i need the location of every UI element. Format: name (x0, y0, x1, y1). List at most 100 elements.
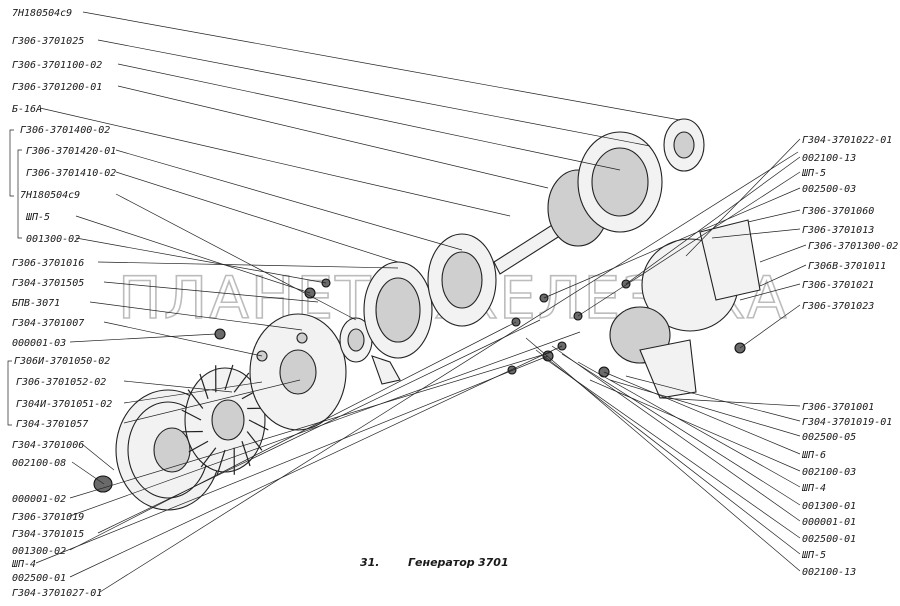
part-label: Г304-3701019-01 (802, 417, 892, 428)
leader-line (97, 319, 541, 534)
leader-line (69, 345, 563, 578)
fan-blade (200, 447, 217, 468)
part-label: Г306-3701420-01 (26, 146, 116, 157)
part-label: 7Н180504с9 (12, 8, 72, 19)
leader-line (603, 371, 801, 455)
leader-line (81, 443, 115, 471)
part-label: 001300-02 (12, 546, 66, 557)
leader-line (625, 375, 801, 422)
part-label: ШП-5 (801, 550, 826, 561)
leader-line (89, 301, 303, 331)
part-label: 000001-01 (802, 517, 856, 528)
bearing-front (339, 317, 373, 363)
leader-line (759, 244, 807, 263)
group-bracket (17, 149, 22, 239)
part-label: ШП-5 (25, 212, 50, 223)
leader-line (82, 11, 681, 121)
part-label: 002500-03 (802, 184, 856, 195)
leader-line (69, 331, 581, 517)
leader-line (609, 379, 801, 437)
part-label: ШП-6 (801, 450, 826, 461)
part-label: Г306-3701001 (802, 402, 874, 413)
fan-blade (181, 409, 202, 421)
leader-line (589, 379, 801, 472)
leader-lines (7, 11, 807, 593)
part-label: Г304-3701007 (12, 318, 84, 329)
caption-number: 31. (360, 556, 380, 569)
leader-line (99, 151, 799, 593)
part-label: Г306-3701300-02 (808, 241, 898, 252)
leader-line (103, 321, 263, 357)
fan-blade (233, 372, 250, 393)
rotor-shaft (493, 131, 663, 275)
leader-line (711, 228, 801, 239)
leader-line (117, 63, 621, 171)
leader-line (115, 149, 463, 251)
leader-line (97, 261, 399, 269)
front-cover-bore (279, 349, 317, 395)
fan-blade (188, 440, 209, 453)
caption-title: Генератор (408, 556, 475, 569)
rotor-pole-inner (591, 147, 649, 217)
part-label: Г304-3701022-01 (802, 135, 892, 146)
fan-blade (199, 373, 209, 399)
part-label: Г306-3701200-01 (12, 82, 102, 93)
part-label: Г306-3701016 (12, 258, 84, 269)
labels-left: 7Н180504с9 Г306-3701025 Г306-3701100-02 … (11, 8, 116, 599)
leader-line (69, 333, 217, 343)
bearing-rear (663, 118, 705, 172)
pulley-hub (153, 427, 191, 473)
part-label: 002500-01 (12, 573, 66, 584)
washer (507, 365, 517, 375)
front-cover-hole (296, 332, 308, 344)
labels-right-lower: Г306-3701001 Г304-3701019-01 002500-05 Ш… (801, 402, 892, 578)
part-label: Г306-3701025 (12, 36, 84, 47)
brush-holder (699, 219, 761, 301)
part-label: 002100-08 (12, 458, 66, 469)
leader-line (561, 353, 801, 506)
part-label: 002500-05 (802, 432, 856, 443)
part-label: 7Н180504с9 (20, 190, 80, 201)
leader-line (115, 193, 357, 321)
part-label: 002100-03 (802, 467, 856, 478)
leader-line (543, 357, 801, 539)
leader-line (685, 138, 801, 257)
part-label: Г306-3701400-02 (20, 125, 110, 136)
labels-right: Г304-3701022-01 002100-13 ШП-5 002500-03… (801, 135, 898, 312)
leader-line (103, 281, 319, 303)
group-bracket (9, 129, 14, 197)
leader-line (39, 107, 511, 217)
bearing-inner (347, 328, 365, 352)
leader-line (123, 381, 263, 404)
part-label: Г306-3701100-02 (12, 60, 102, 71)
part-label: 000001-02 (12, 494, 66, 505)
part-label: Г304-3701505 (12, 278, 84, 289)
leader-line (747, 209, 801, 223)
leader-line (739, 304, 801, 349)
group-bracket (7, 360, 12, 426)
part-label: Г304-3701006 (12, 440, 84, 451)
fan-blade (246, 431, 263, 451)
part-label: ШП-4 (801, 483, 826, 494)
part-label: Г304-3701027-01 (12, 588, 102, 599)
rotor-winding (427, 233, 497, 327)
front-cover (249, 313, 347, 431)
leader-line (543, 187, 801, 299)
leader-line (123, 380, 233, 393)
part-label: Г306-3701019 (12, 512, 84, 523)
part-label: Г304И-3701051-02 (16, 399, 112, 410)
stator-assembly (363, 261, 433, 385)
fan-hub (211, 399, 245, 441)
leader-line (759, 264, 807, 287)
part-label: 001300-01 (802, 501, 856, 512)
leader-line (69, 351, 553, 499)
part-label: Г306-3701023 (802, 301, 874, 312)
leader-line (35, 355, 549, 564)
part-label: Б-16А (12, 104, 42, 115)
leader-line (525, 337, 801, 572)
leader-line (69, 321, 517, 551)
part-label: Г306-3701052-02 (16, 377, 106, 388)
caption-code: 3701 (478, 556, 509, 569)
